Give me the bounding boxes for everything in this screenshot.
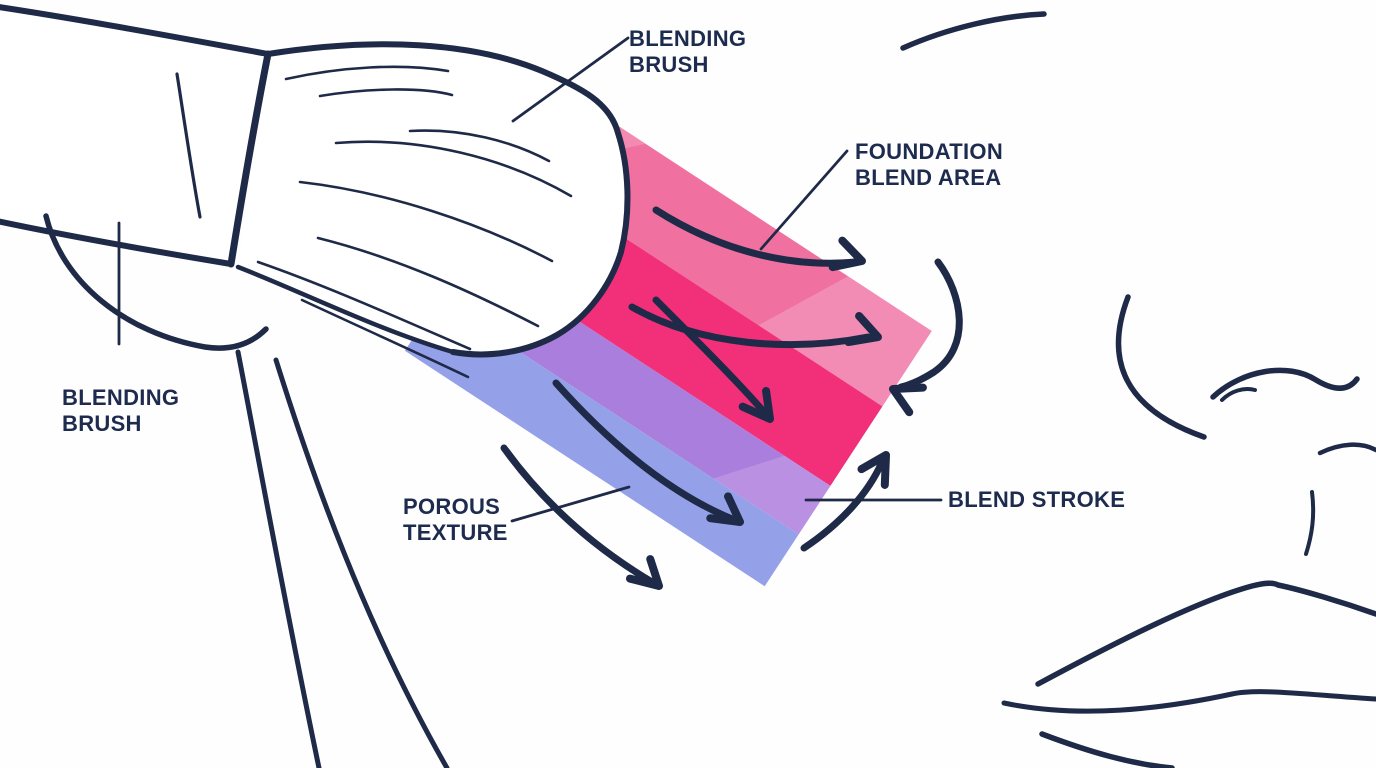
- swatch-stripe-periwinkle: [404, 298, 799, 587]
- blend-back-arrow: [889, 258, 963, 417]
- label-line: FOUNDATION: [855, 139, 1004, 164]
- eyebrow-curve: [900, 11, 1047, 51]
- neck-line-right: [273, 357, 450, 768]
- cheek-curve: [1115, 294, 1207, 440]
- leader-line-foundation-blend-area: [759, 149, 849, 251]
- label-porous-texture: POROUS TEXTURE: [403, 494, 508, 546]
- nose-side-curve: [1317, 442, 1376, 456]
- bristle-hair-line: [316, 236, 540, 328]
- leader-line-blending-brush-top: [511, 36, 630, 123]
- label-line: BRUSH: [629, 52, 709, 77]
- label-line: POROUS: [403, 494, 501, 519]
- leader-line-porous-texture: [510, 485, 631, 523]
- leader-lines: [117, 36, 943, 523]
- blend-direction-arrow-1: [652, 206, 866, 272]
- swatch-highlight-purple-end: [713, 455, 831, 535]
- blend-direction-arrow-3: [652, 296, 774, 423]
- arrowhead-icon: [889, 383, 927, 417]
- label-line: BLEND STROKE: [948, 487, 1126, 512]
- philtrum-line: [1304, 490, 1316, 556]
- nose-wing-curve: [1210, 367, 1360, 400]
- brush-handle-top-edge: [0, 4, 271, 57]
- bristle-hair-line: [318, 88, 454, 98]
- face-sketch: [900, 11, 1376, 768]
- blend-direction-arrow-5: [500, 444, 663, 590]
- brush-bristles-fill: [238, 44, 628, 355]
- label-blending-brush-left: BLENDING BRUSH: [62, 385, 179, 437]
- arrowhead-icon: [857, 451, 890, 489]
- arrowhead-icon: [844, 311, 882, 347]
- label-blending-brush-top: BLENDING BRUSH: [629, 26, 746, 78]
- brush-handle-highlight: [175, 72, 202, 219]
- arrowhead-icon: [828, 236, 866, 272]
- brush-handle-fill: [0, 5, 270, 266]
- bristle-hair-line: [334, 140, 573, 198]
- blend-stroke-arrow: [800, 451, 890, 552]
- brush-bristles-outline: [265, 41, 631, 358]
- brush-bristles-underside: [235, 264, 456, 355]
- label-line: BLENDING: [62, 385, 180, 410]
- stroke-arrows: [500, 206, 963, 590]
- lip-seam-curve: [1001, 689, 1376, 714]
- blend-direction-arrow-4: [552, 379, 744, 526]
- bristle-hair-line: [298, 180, 554, 263]
- label-foundation-blend-area: FOUNDATION BLEND AREA: [855, 139, 1003, 191]
- bristle-hair-line: [256, 260, 472, 351]
- label-blend-stroke: BLEND STROKE: [948, 487, 1125, 513]
- label-line: BLENDING: [629, 26, 747, 51]
- arrowhead-icon: [625, 555, 663, 590]
- bristle-hair-line: [284, 65, 450, 81]
- bristle-hair-line: [408, 129, 551, 163]
- nostril-curve: [1220, 387, 1257, 402]
- lower-lip-curve: [1039, 731, 1175, 768]
- blend-direction-arrow-2: [628, 303, 882, 349]
- brush-handle-bottom-edge: [0, 218, 234, 267]
- blending-brush-illustration: [0, 4, 631, 768]
- bristle-hair-line: [300, 298, 470, 379]
- label-line: BRUSH: [62, 411, 142, 436]
- arrowhead-icon: [738, 386, 774, 423]
- label-line: TEXTURE: [403, 520, 508, 545]
- chin-curve: [43, 213, 269, 351]
- bristle-hair-lines: [256, 65, 573, 379]
- neck-line-left: [235, 349, 322, 768]
- label-line: BLEND AREA: [855, 165, 1002, 190]
- brush-ferrule: [227, 50, 272, 268]
- arrowhead-icon: [706, 492, 744, 526]
- upper-lip-curve: [1035, 580, 1376, 687]
